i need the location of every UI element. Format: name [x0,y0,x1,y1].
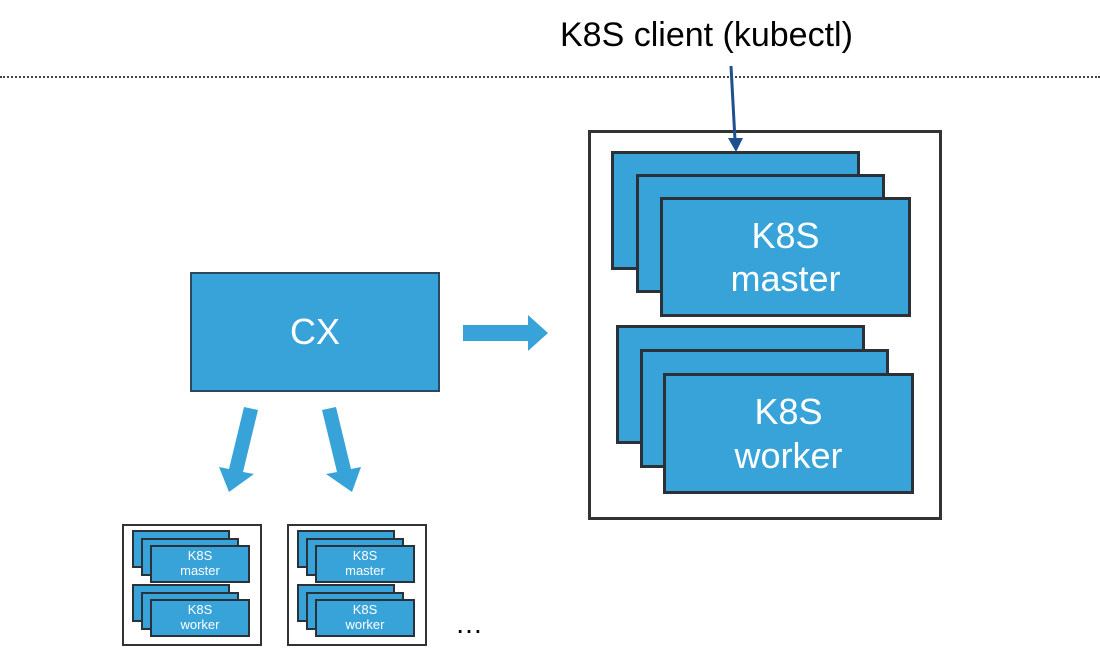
mini1-worker-node[interactable]: K8S worker [150,599,250,637]
mini2-worker-label-line1: K8S [352,602,378,618]
mini1-master-node[interactable]: K8S master [150,545,250,583]
worker-node-label-line1: K8S [754,391,823,433]
client-arrow [728,65,743,152]
dotted-divider [0,76,1100,78]
mini2-master-label-line1: K8S [352,548,378,564]
mini2-worker-node[interactable]: K8S worker [315,599,415,637]
mini1-worker-label-line2: worker [180,617,220,632]
mini2-worker-label-line2: worker [345,617,385,632]
mini1-worker-label-line1: K8S [187,602,213,618]
more-clusters-ellipsis: … [455,608,483,639]
master-node[interactable]: K8S master [660,197,911,317]
master-node-label-line2: master [730,258,841,299]
k8s-client-label: K8S client (kubectl) [560,16,853,54]
worker-node-label-line2: worker [734,434,843,476]
mini1-master-label-line1: K8S [187,548,213,564]
cx-to-mini2-arrow [322,407,361,492]
cx-to-mini1-arrow [219,407,258,492]
worker-node[interactable]: K8S worker [663,373,914,494]
mini2-master-label-line2: master [345,563,385,578]
master-node-label-line1: K8S [751,214,820,256]
cx-box[interactable]: CX [190,272,440,392]
mini2-master-node[interactable]: K8S master [315,545,415,583]
cx-to-cluster-arrow [463,315,548,351]
cx-label: CX [289,311,340,352]
mini1-master-label-line2: master [180,563,220,578]
